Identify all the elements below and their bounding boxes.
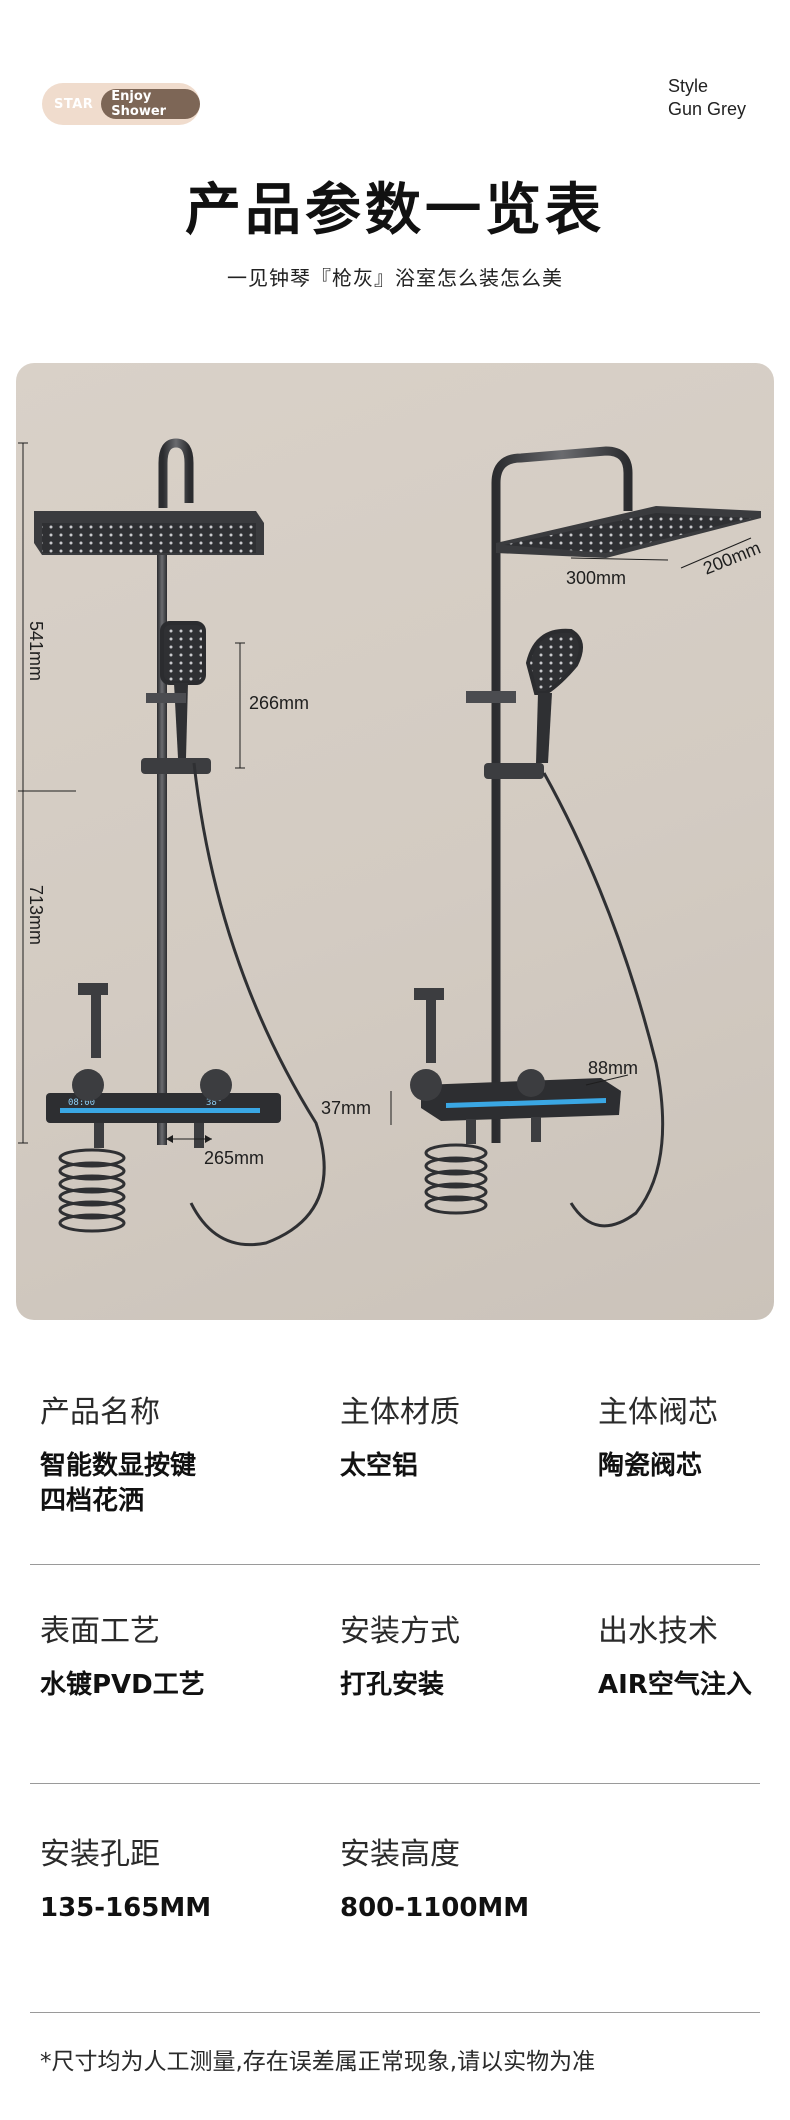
dim-total-lower: 713mm: [26, 885, 46, 946]
divider: [30, 1564, 760, 1565]
spec-value: 打孔安装: [340, 1670, 445, 1700]
spec-value: 陶瓷阀芯: [598, 1451, 703, 1481]
product-diagram-panel: 08:00 38°: [16, 363, 774, 1320]
shower-front-view: 08:00 38°: [18, 438, 326, 1247]
brand-badge: STAR Enjoy Shower: [42, 83, 200, 125]
spec-install-height: 安装高度 800-1100MM: [340, 1837, 529, 1926]
spec-label: 出水技术: [598, 1614, 718, 1649]
spec-value: 800-1100MM: [340, 1893, 530, 1923]
spec-water-tech: 出水技术 AIR空气注入: [598, 1614, 752, 1703]
style-info: Style Gun Grey: [668, 75, 746, 121]
brand-name: STAR: [54, 96, 94, 112]
spec-value: 135-165MM: [40, 1893, 212, 1923]
spec-value: AIR空气注入: [598, 1670, 752, 1700]
spec-product-name: 产品名称 智能数显按键 四档花洒: [40, 1395, 196, 1519]
footnote: *尺寸均为人工测量,存在误差属正常现象,请以实物为准: [40, 2049, 596, 2075]
divider: [30, 1783, 760, 1784]
shower-side-view: [390, 446, 761, 1228]
dim-spacing: 265mm: [204, 1148, 265, 1168]
spec-hole-spacing: 安装孔距 135-165MM: [40, 1837, 211, 1926]
dim-thickness: 37mm: [321, 1098, 372, 1118]
style-line-1: Style: [668, 76, 709, 96]
dim-handheld: 266mm: [249, 693, 310, 713]
spec-material: 主体材质 太空铝: [340, 1395, 460, 1484]
spec-label: 安装高度: [340, 1837, 460, 1872]
dim-total-upper: 541mm: [26, 621, 46, 682]
brand-tagline: Enjoy Shower: [101, 89, 200, 119]
spec-label: 安装方式: [340, 1614, 460, 1649]
spec-label: 安装孔距: [40, 1837, 160, 1872]
dim-console-depth: 88mm: [588, 1058, 639, 1078]
spec-label: 产品名称: [40, 1395, 160, 1430]
display-time: 08:00: [68, 1098, 95, 1108]
spec-valve: 主体阀芯 陶瓷阀芯: [598, 1395, 718, 1484]
spec-label: 主体材质: [340, 1395, 460, 1430]
spec-surface: 表面工艺 水镀PVD工艺: [40, 1614, 205, 1703]
spec-install-method: 安装方式 打孔安装: [340, 1614, 460, 1703]
divider: [30, 2012, 760, 2013]
display-temp: 38°: [206, 1098, 222, 1108]
spec-value: 太空铝: [340, 1451, 419, 1481]
shower-illustration: 08:00 38°: [18, 438, 761, 1247]
spec-value: 水镀PVD工艺: [40, 1670, 205, 1700]
spec-label: 主体阀芯: [598, 1395, 718, 1430]
dim-width-front: 300mm: [566, 568, 627, 588]
style-line-2: Gun Grey: [668, 99, 747, 119]
spec-label: 表面工艺: [40, 1614, 160, 1649]
page-title: 产品参数一览表: [185, 178, 605, 243]
page-subtitle: 一见钟琴『枪灰』浴室怎么装怎么美: [227, 266, 563, 290]
spec-value: 智能数显按键 四档花洒: [40, 1451, 197, 1516]
